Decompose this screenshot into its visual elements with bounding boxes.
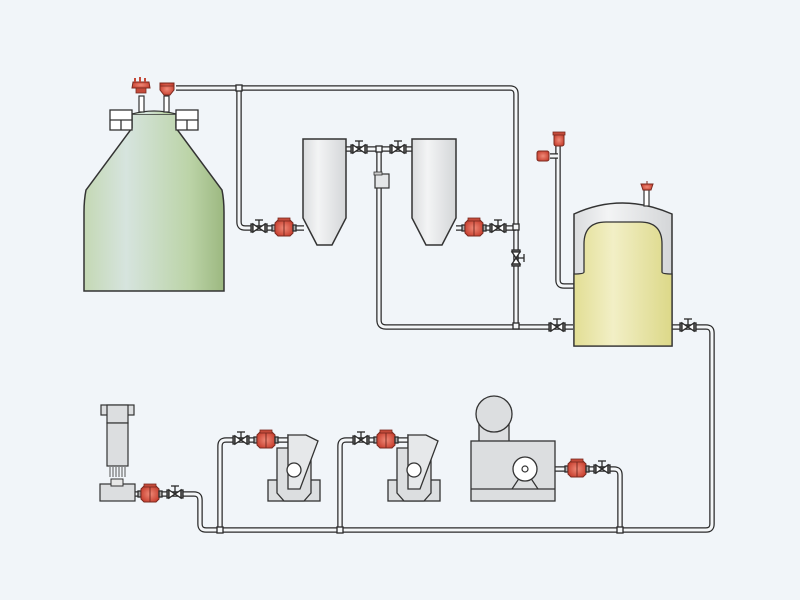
reactor-vent-instrument[interactable]	[640, 181, 654, 191]
tank-support-lugs	[109, 109, 199, 131]
level-transmitter-instrument[interactable]	[159, 82, 175, 96]
check-valve[interactable]	[137, 483, 163, 503]
strainer[interactable]	[373, 171, 390, 189]
vent-riser-instrument-side[interactable]	[536, 150, 550, 162]
check-valve[interactable]	[253, 429, 279, 449]
hopper-1[interactable]	[302, 138, 347, 246]
vent-riser-instrument-top[interactable]	[552, 131, 566, 147]
crusher-1[interactable]	[267, 434, 321, 502]
motor-pump[interactable]	[470, 395, 556, 502]
hopper-2[interactable]	[411, 138, 457, 246]
crusher-2[interactable]	[387, 434, 441, 502]
check-valve[interactable]	[271, 217, 297, 237]
reactor-vessel[interactable]	[573, 189, 673, 347]
storage-tank[interactable]	[83, 95, 225, 292]
dosing-unit[interactable]	[99, 404, 136, 502]
pressure-relief-instrument[interactable]	[131, 77, 151, 94]
check-valve[interactable]	[373, 429, 399, 449]
check-valve[interactable]	[461, 217, 487, 237]
check-valve[interactable]	[564, 458, 590, 478]
